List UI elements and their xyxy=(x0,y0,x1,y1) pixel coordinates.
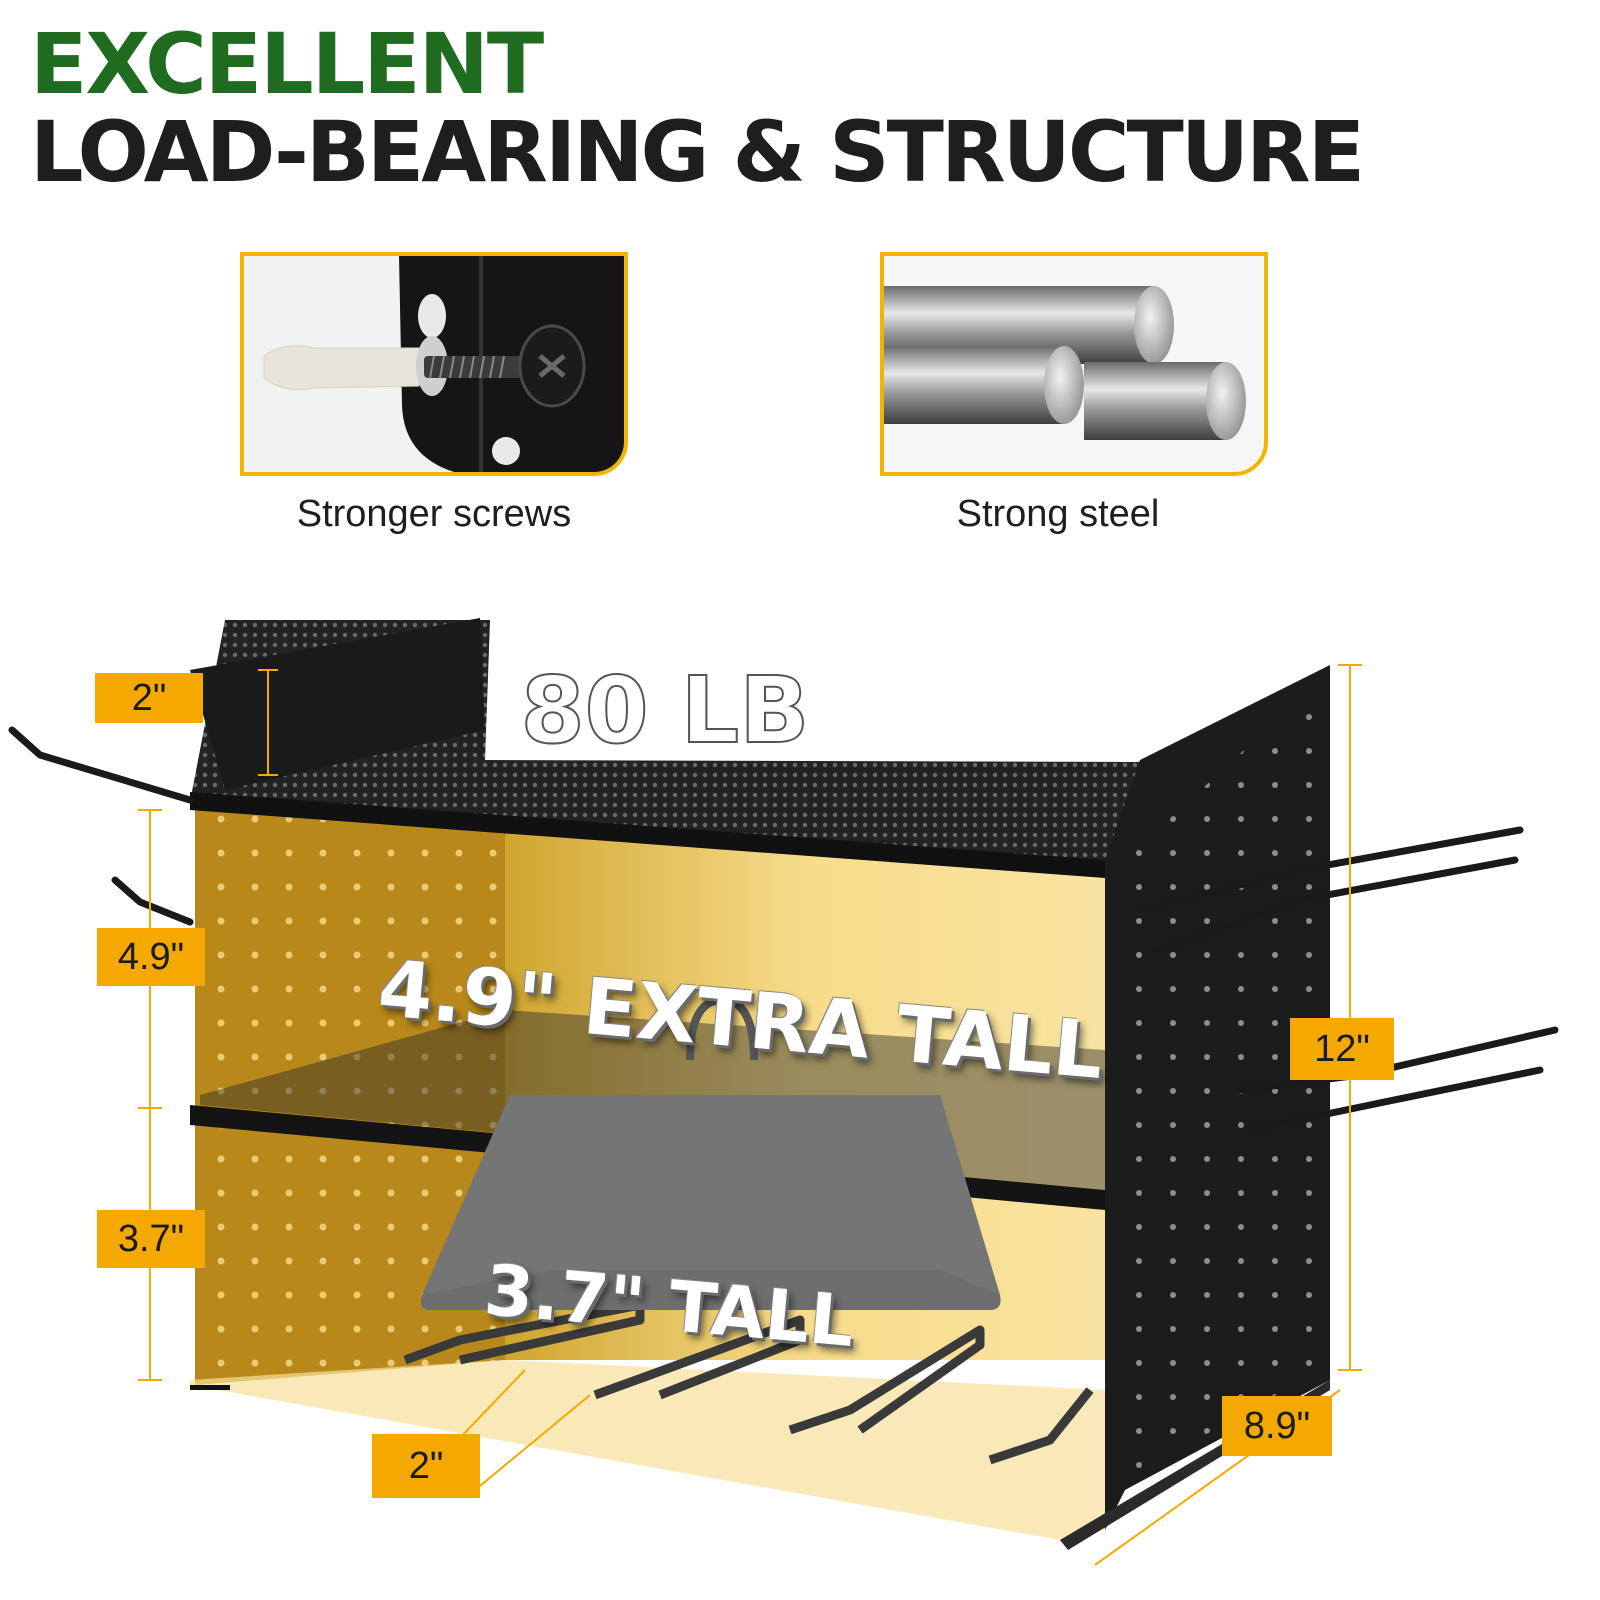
dim-depth: 8.9" xyxy=(1222,1396,1332,1456)
feature-caption-steel: Strong steel xyxy=(956,493,1160,535)
rack-illustration: 80 LB xyxy=(8,618,1559,1566)
dim-total-height: 12" xyxy=(1290,1018,1394,1080)
dim-rim-height: 2" xyxy=(95,673,203,723)
steel-photo-frame xyxy=(880,252,1268,476)
dim-upper-height: 4.9" xyxy=(97,928,205,986)
steel-rods-icon xyxy=(884,256,1264,472)
dim-slot-width: 2" xyxy=(372,1434,480,1498)
screw-icon xyxy=(244,256,624,472)
weight-label: 80 LB xyxy=(521,657,810,764)
dim-lower-height: 3.7" xyxy=(97,1210,205,1268)
headline-line-1: EXCELLENT xyxy=(30,15,544,113)
feature-caption-screws: Stronger screws xyxy=(296,493,572,535)
screw-photo-frame xyxy=(240,252,628,476)
headline-line-2: LOAD-BEARING & STRUCTURE xyxy=(30,103,1365,201)
